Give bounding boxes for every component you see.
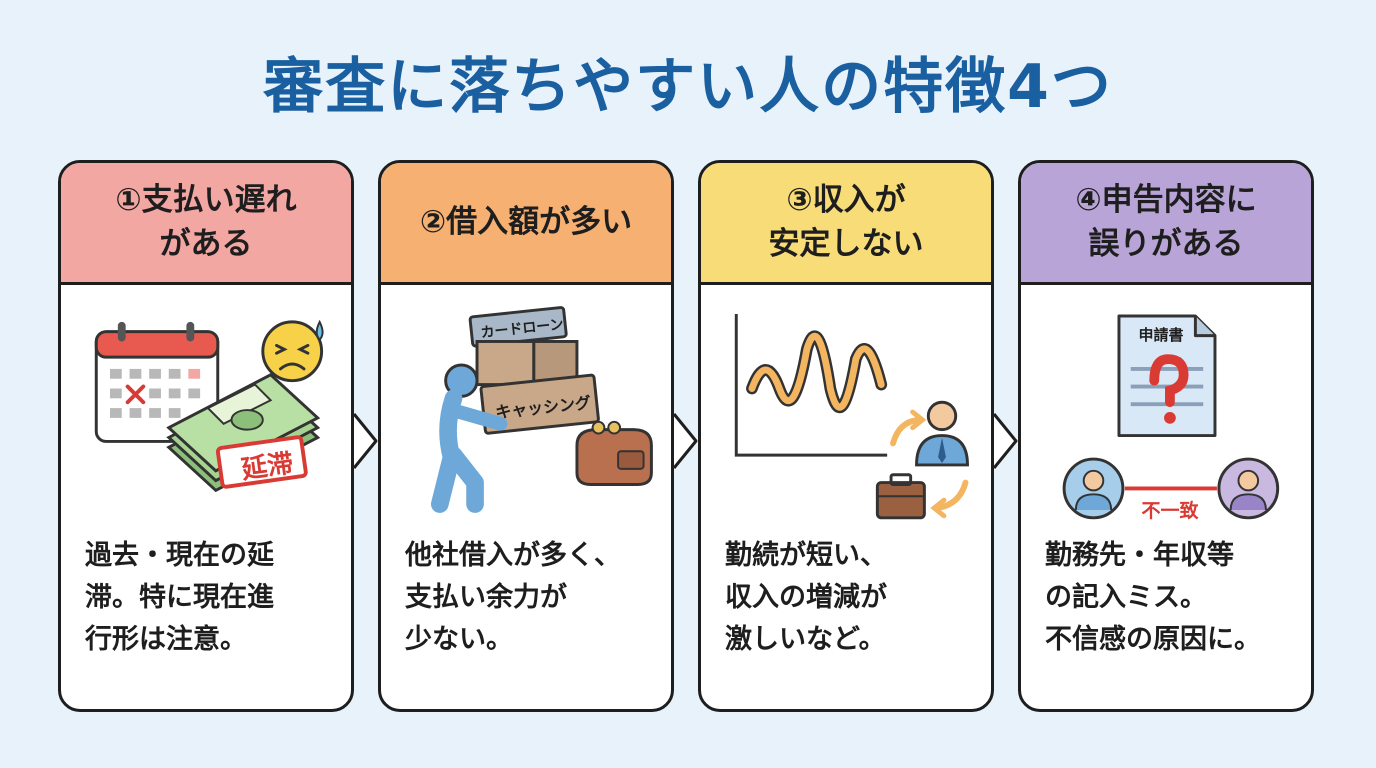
card-heading: ②借入額が多い [381,163,671,285]
card-description-line: 他社借入が多く、 [405,540,621,571]
card-heading-line: ③収入が [786,182,906,219]
application-document-icon [1117,314,1217,438]
card-heading-line: ①支払い遅れ [115,182,297,219]
page-title: 審査に落ちやすい人の特徴4つ [263,52,1113,122]
card-heading: ④申告内容に 誤りがある [1021,163,1311,285]
flow-arrow [672,412,698,470]
card-illustration: 延滞 [61,288,351,538]
card-description-line: 勤続が短い、 [725,540,887,571]
card-false-declaration: ④申告内容に 誤りがある [1018,160,1314,712]
card-illustration: カードローン キャッシング [381,288,671,538]
businessman-icon [915,400,969,467]
flow-arrow [992,412,1018,470]
person-avatar-icon [1062,457,1125,520]
card-illustration: 申請書 不一致 [1021,288,1311,538]
card-description-line: 不信感の原因に。 [1045,623,1261,655]
card-description-line: 過去・現在の延 [85,540,274,571]
card-description-line: 勤務先・年収等 [1045,540,1234,571]
card-description-line: 支払い余力が [405,581,567,613]
briefcase-icon [875,473,926,520]
income-wave-chart-icon [734,314,888,457]
card-description-line: 行形は注意。 [85,623,247,655]
card-description: 勤務先・年収等 の記入ミス。 不信感の原因に。 [1045,535,1297,661]
card-description: 勤続が短い、 収入の増減が 激しいなど。 [725,535,977,661]
delinquent-stamp [215,435,308,489]
card-description-line: 激しいなど。 [725,623,886,655]
card-description-line: 収入の増減が [725,581,887,613]
card-heading-line: 安定しない [768,225,924,262]
flow-arrow [352,412,378,470]
card-description-line: の記入ミス。 [1045,581,1207,613]
card-description: 過去・現在の延 滞。特に現在進 行形は注意。 [85,535,337,661]
card-high-borrowing: ②借入額が多い カードローン キャッシング 他社借 [378,160,674,712]
card-description-line: 少ない。 [405,623,513,655]
calendar-icon [94,321,220,443]
cycle-arrows-icon [890,409,969,519]
card-payment-delay: ①支払い遅れ がある [58,160,354,712]
card-illustration [701,288,991,538]
person-carrying-boxes-icon [430,306,600,513]
card-unstable-income: ③収入が 安定しない [698,160,994,712]
person-avatar-icon [1217,457,1280,520]
card-heading-line: ②借入額が多い [419,203,633,240]
card-heading-line: ④申告内容に [1075,182,1257,219]
wallet-icon [575,420,653,486]
money-stack-icon [166,373,321,493]
card-description-line: 滞。特に現在進 [85,581,274,613]
document-label: 申請書 [1138,326,1184,344]
card-heading: ①支払い遅れ がある [61,163,351,285]
card-heading-line: 誤りがある [1088,225,1244,262]
worried-face-icon [261,319,324,383]
mismatch-label: 不一致 [1141,500,1199,522]
card-description: 他社借入が多く、 支払い余力が 少ない。 [405,535,657,661]
card-heading: ③収入が 安定しない [701,163,991,285]
card-heading-line: がある [159,225,253,262]
